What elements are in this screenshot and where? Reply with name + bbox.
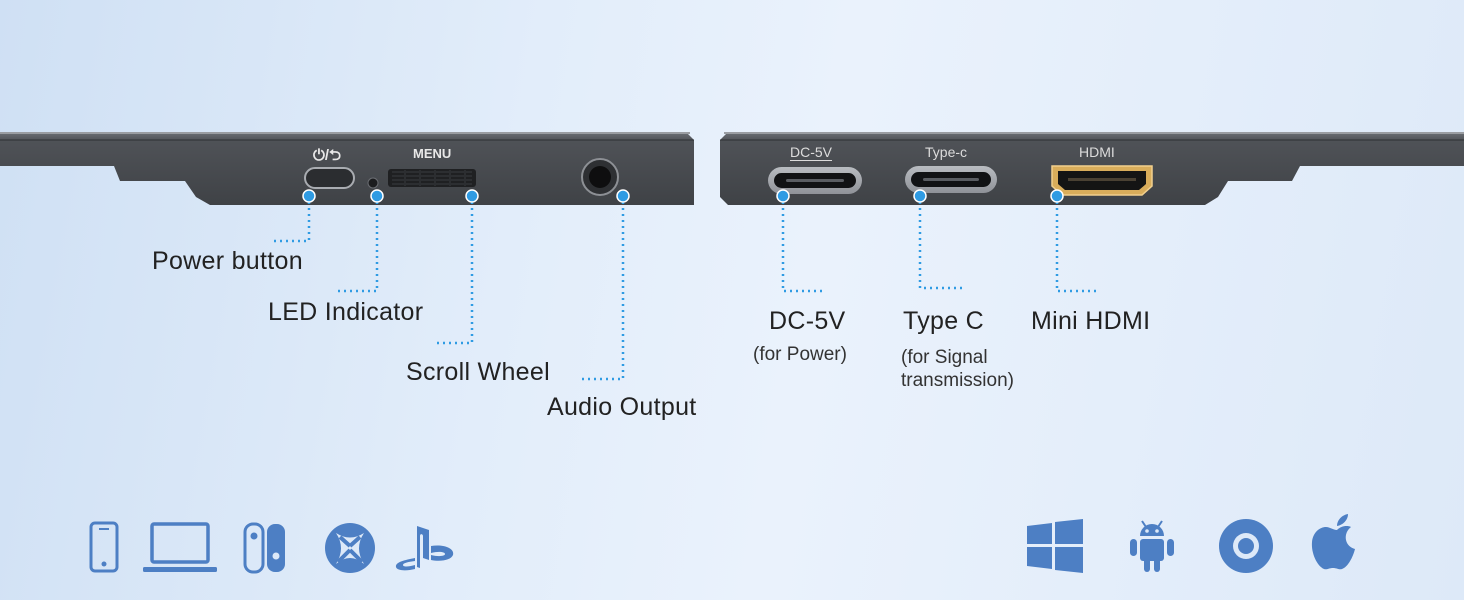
right-callout-lines (781, 196, 1098, 293)
power-symbol-label: ⏻/⮌ (313, 147, 342, 164)
callout-typec-sub-2: transmission) (901, 370, 1014, 391)
laptop-icon (143, 522, 217, 572)
dc-port-label: DC-5V (790, 144, 833, 160)
windows-icon (1027, 519, 1083, 573)
xbox-icon (325, 523, 375, 573)
left-callout-dots (302, 189, 630, 203)
menu-label: MENU (413, 146, 452, 161)
android-icon (1130, 520, 1174, 572)
callout-power-button: Power button (152, 247, 303, 275)
nintendo-switch-icon (243, 522, 285, 574)
chrome-os-icon (1219, 519, 1273, 573)
callout-hdmi-title: Mini HDMI (1031, 307, 1151, 335)
scroll-wheel-shape (388, 169, 476, 187)
typec-port-shape (905, 166, 997, 193)
callout-typec-sub-1: (for Signal (901, 347, 988, 368)
left-callout-lines (272, 196, 625, 381)
right-callout-dots (776, 189, 1064, 203)
callout-dc-title: DC-5V (769, 307, 846, 335)
typec-port-label: Type-c (925, 144, 968, 160)
callout-led-indicator: LED Indicator (268, 298, 424, 326)
apple-icon (1311, 514, 1355, 570)
power-button-shape (304, 167, 355, 189)
callout-scroll-wheel: Scroll Wheel (406, 358, 550, 386)
led-indicator-dot (367, 177, 379, 189)
hdmi-port-shape (1051, 165, 1153, 196)
callout-typec-title: Type C (903, 307, 984, 335)
audio-jack-shape (581, 158, 619, 196)
callout-audio-output: Audio Output (547, 393, 697, 421)
phone-icon (89, 521, 119, 573)
callout-dc-sub: (for Power) (753, 344, 847, 365)
hdmi-port-label: HDMI (1079, 144, 1115, 160)
playstation-icon (395, 526, 454, 571)
dc-port-shape (768, 167, 862, 194)
